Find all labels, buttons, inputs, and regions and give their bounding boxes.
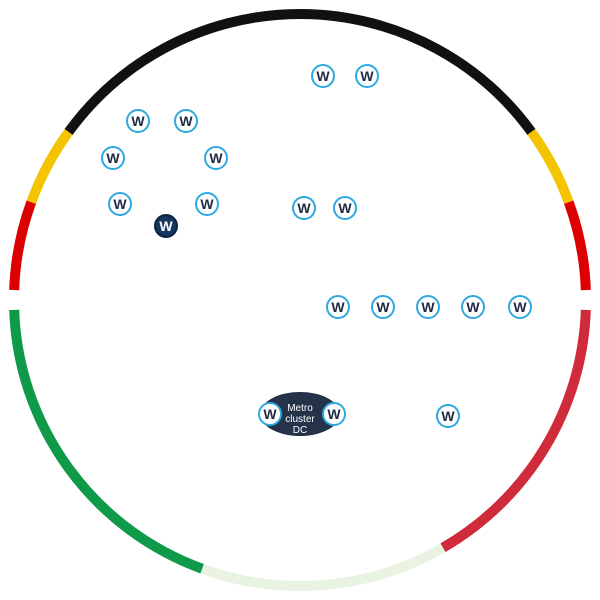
w-node-icon[interactable]: W (416, 295, 440, 319)
node-ring (195, 192, 219, 216)
node-label: W (179, 113, 193, 129)
w-node-icon[interactable]: W (355, 64, 379, 88)
node-ring (311, 64, 335, 88)
w-node-icon[interactable]: W (326, 295, 350, 319)
nodes-layer: W W W W W W W W W W W W W W W W W W W (101, 64, 532, 428)
node-label: W (200, 196, 214, 212)
node-ring (154, 214, 178, 238)
node-label: W (113, 196, 127, 212)
w-node-icon[interactable]: W (108, 192, 132, 216)
w-node-icon[interactable]: W (461, 295, 485, 319)
w-node-icon[interactable]: W (258, 402, 282, 426)
w-node-icon[interactable]: W (204, 146, 228, 170)
w-node-icon[interactable]: W (371, 295, 395, 319)
node-ring (371, 295, 395, 319)
node-label: W (360, 68, 374, 84)
w-node-icon[interactable]: W (195, 192, 219, 216)
node-label: W (159, 218, 173, 234)
w-node-icon[interactable]: W (126, 109, 150, 133)
bottom-ring-arcs (9, 309, 591, 591)
node-label: W (466, 299, 480, 315)
w-node-icon[interactable]: W (333, 196, 357, 220)
node-ring (416, 295, 440, 319)
node-label: W (209, 150, 223, 166)
node-label: W (441, 408, 455, 424)
w-node-icon[interactable]: W (311, 64, 335, 88)
ring-segment-white (200, 543, 446, 591)
ring-segment-red (440, 309, 591, 553)
w-node-icon[interactable]: W (101, 146, 125, 170)
node-ring (101, 146, 125, 170)
dc-label-line-3: DC (293, 425, 307, 436)
metro-cluster-dc[interactable]: Metro cluster DC (260, 392, 340, 436)
node-ring (292, 196, 316, 220)
node-ring (508, 295, 532, 319)
ring-segment-gold-right (527, 128, 574, 204)
node-ring (436, 404, 460, 428)
w-node-icon[interactable]: W (436, 404, 460, 428)
w-node-icon[interactable]: W (292, 196, 316, 220)
node-ring (322, 402, 346, 426)
w-node-icon[interactable]: W (322, 402, 346, 426)
node-label: W (331, 299, 345, 315)
ring-segment-gold-left (26, 128, 73, 204)
ring-segment-red-left (9, 200, 36, 291)
node-label: W (297, 200, 311, 216)
node-label: W (376, 299, 390, 315)
node-ring (126, 109, 150, 133)
node-label: W (263, 406, 277, 422)
node-label: W (338, 200, 352, 216)
node-label: W (421, 299, 435, 315)
node-ring (258, 402, 282, 426)
node-label: W (327, 406, 341, 422)
node-ring (174, 109, 198, 133)
dc-label-line-2: cluster (285, 414, 315, 425)
ring-segment-green (9, 309, 204, 574)
node-ring (108, 192, 132, 216)
w-node-icon[interactable]: W (174, 109, 198, 133)
w-node-icon[interactable]: W (508, 295, 532, 319)
node-ring (326, 295, 350, 319)
dc-ellipse[interactable] (260, 392, 340, 436)
w-node-selected-icon[interactable]: W (154, 214, 178, 238)
node-ring (204, 146, 228, 170)
ring-segment-black (64, 9, 536, 135)
node-ring (333, 196, 357, 220)
ring-segment-red-right (564, 200, 591, 291)
node-ring (461, 295, 485, 319)
dc-label-line-1: Metro (287, 403, 313, 414)
node-ring (355, 64, 379, 88)
node-label: W (131, 113, 145, 129)
top-ring-arcs (9, 9, 591, 291)
node-label: W (513, 299, 527, 315)
node-label: W (316, 68, 330, 84)
node-label: W (106, 150, 120, 166)
